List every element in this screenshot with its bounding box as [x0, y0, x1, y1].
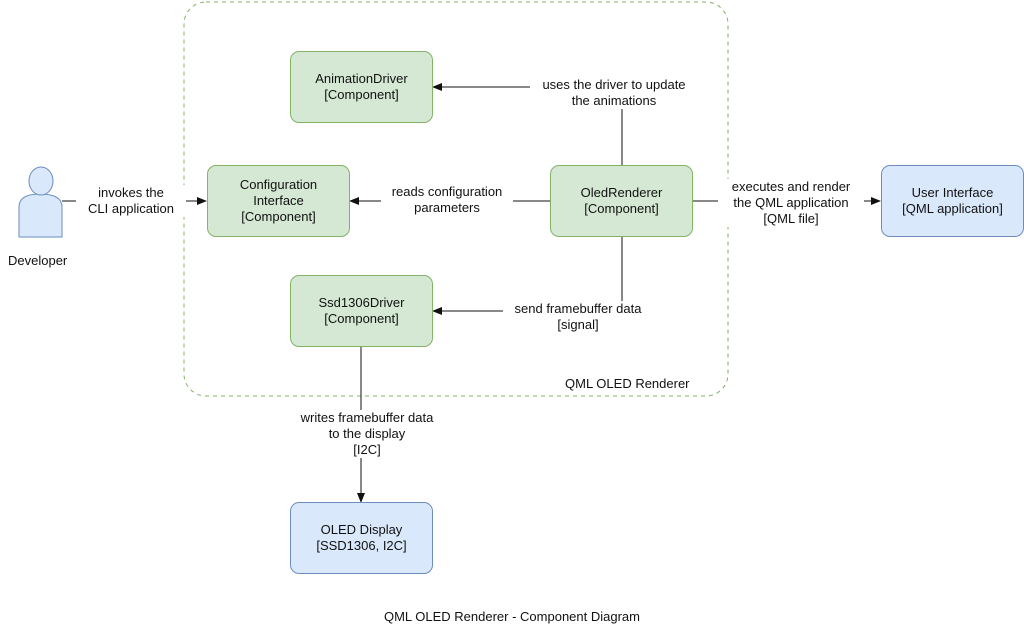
edge-label-line: [QML file]: [763, 211, 819, 226]
edge-label-ssd-to-display: writes framebuffer data to the display […: [288, 410, 446, 458]
edge-label-line: invokes the: [98, 185, 164, 200]
edge-renderer-to-ssd: [432, 237, 623, 315]
edge-label-line: the animations: [571, 93, 657, 108]
oled-renderer-type: [Component]: [584, 201, 659, 216]
edge-label-line: reads configuration: [391, 184, 503, 199]
ssd1306-driver-type: [Component]: [324, 311, 399, 326]
configuration-interface-name-line2: Interface: [253, 193, 304, 208]
edge-label-line: writes framebuffer data: [300, 410, 434, 425]
oled-renderer-component[interactable]: OledRenderer [Component]: [550, 165, 693, 237]
user-interface-name: User Interface: [911, 185, 994, 200]
edge-label-line: parameters: [414, 200, 480, 215]
animation-driver-component[interactable]: AnimationDriver [Component]: [290, 51, 433, 123]
oled-display-system[interactable]: OLED Display [SSD1306, I2C]: [290, 502, 433, 574]
edge-label-renderer-to-ui: executes and render the QML application …: [718, 179, 864, 227]
edge-label-line: uses the driver to update: [542, 77, 686, 92]
ssd1306-driver-name: Ssd1306Driver: [318, 295, 405, 310]
edge-label-line: CLI application: [88, 201, 174, 216]
developer-actor-icon: [18, 166, 63, 238]
edge-label-line: [I2C]: [353, 442, 381, 457]
edge-label-renderer-to-animation: uses the driver to update the animations: [530, 77, 698, 109]
edge-label-developer-to-config: invokes the CLI application: [76, 185, 186, 217]
oled-renderer-name: OledRenderer: [580, 185, 663, 200]
boundary-label: QML OLED Renderer: [565, 376, 690, 391]
user-interface-system[interactable]: User Interface [QML application]: [881, 165, 1024, 237]
edge-label-line: the QML application: [733, 195, 849, 210]
configuration-interface-type: [Component]: [241, 209, 316, 224]
animation-driver-type: [Component]: [324, 87, 399, 102]
developer-label: Developer: [8, 253, 68, 268]
edge-label-line: executes and render: [731, 179, 851, 194]
configuration-interface-component[interactable]: Configuration Interface [Component]: [207, 165, 350, 237]
animation-driver-name: AnimationDriver: [315, 71, 408, 86]
oled-display-type: [SSD1306, I2C]: [316, 538, 407, 553]
edge-label-line: [signal]: [557, 317, 599, 332]
ssd1306-driver-component[interactable]: Ssd1306Driver [Component]: [290, 275, 433, 347]
edge-label-line: send framebuffer data: [514, 301, 642, 316]
edge-label-renderer-to-ssd: send framebuffer data [signal]: [503, 301, 653, 333]
edge-label-line: to the display: [328, 426, 406, 441]
system-boundary: [183, 1, 729, 397]
user-interface-type: [QML application]: [902, 201, 1003, 216]
edge-label-renderer-to-config: reads configuration parameters: [381, 184, 513, 216]
diagram-caption: QML OLED Renderer - Component Diagram: [383, 609, 640, 624]
oled-display-name: OLED Display: [320, 522, 403, 537]
configuration-interface-name-line1: Configuration: [239, 177, 318, 192]
